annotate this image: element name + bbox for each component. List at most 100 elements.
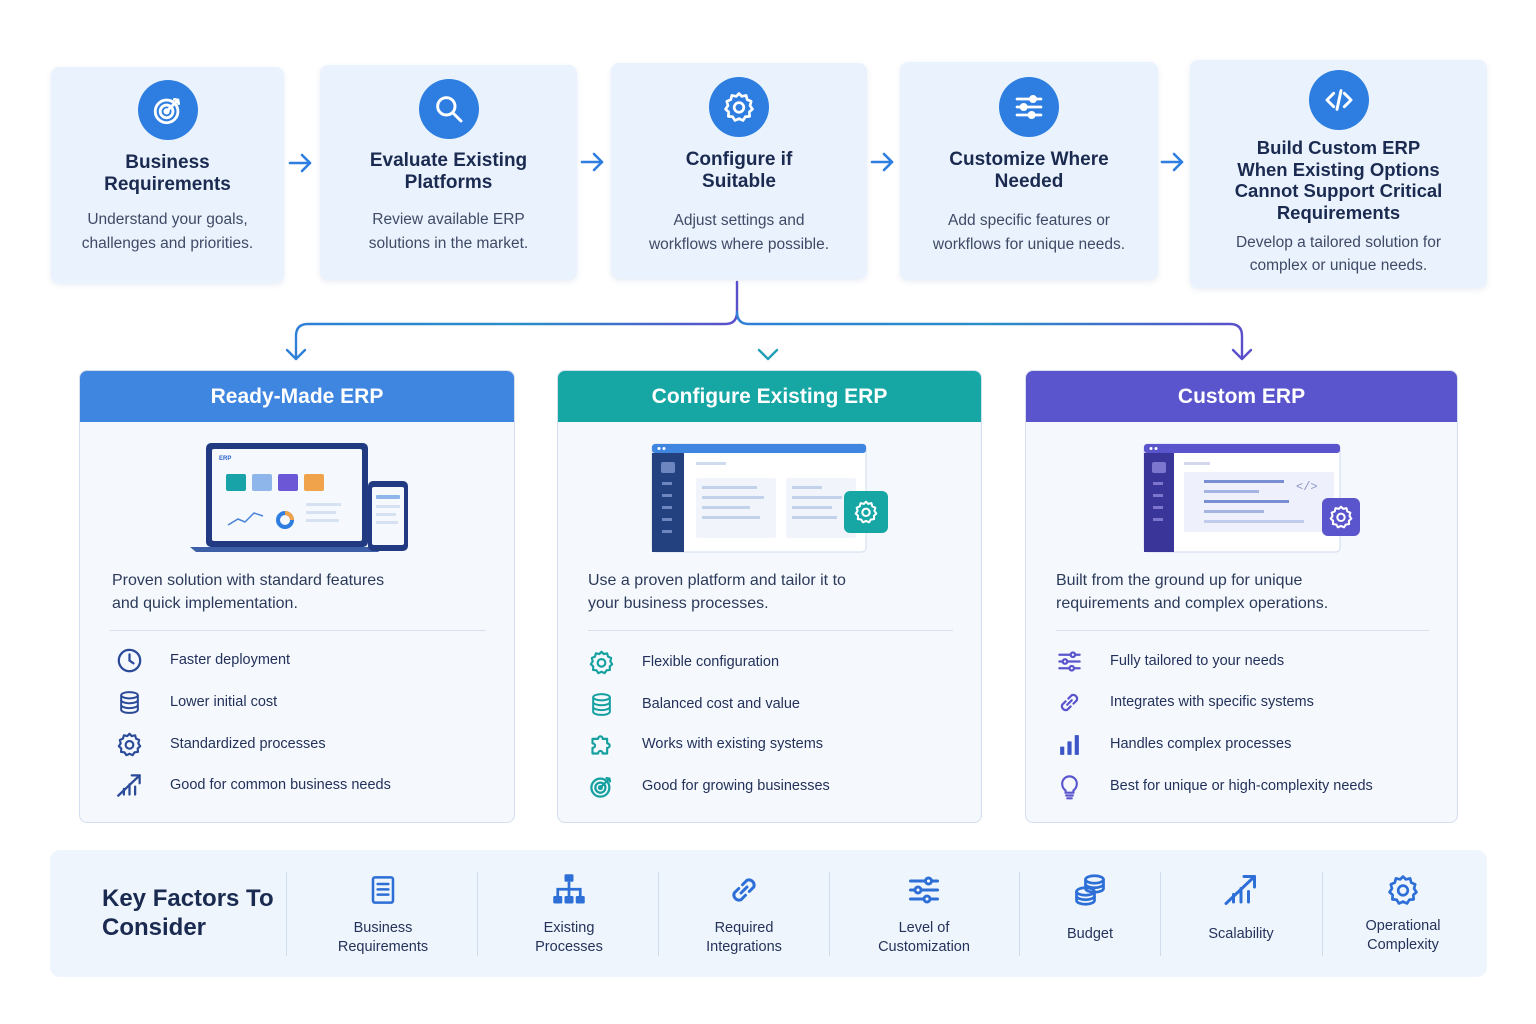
feature-item: Best for unique or high-complexity needs bbox=[1054, 771, 1373, 801]
feature-item: Integrates with specific systems bbox=[1054, 687, 1314, 717]
gear-icon bbox=[1383, 870, 1423, 910]
factor-level-of-customization: Level of Customization bbox=[830, 850, 1018, 977]
divider bbox=[588, 630, 953, 631]
option-card-configure-existing: Configure Existing ERP Use a proven plat… bbox=[557, 370, 982, 823]
link-icon bbox=[1054, 687, 1084, 717]
key-factors-panel: Key Factors To Consider Business Require… bbox=[50, 850, 1487, 977]
database-icon bbox=[114, 687, 144, 717]
clock-icon bbox=[114, 645, 144, 675]
feature-label: Good for common business needs bbox=[170, 777, 391, 793]
step-description: Adjust settings and workflows where poss… bbox=[648, 212, 830, 253]
divider bbox=[829, 872, 830, 956]
step-card-business-requirements: Business Requirements Understand your go… bbox=[51, 67, 284, 283]
step-title: Business Requirements bbox=[104, 152, 231, 195]
divider bbox=[477, 872, 478, 956]
feature-item: Works with existing systems bbox=[586, 729, 823, 759]
bar-chart-icon bbox=[1054, 729, 1084, 759]
trend-up-icon bbox=[1221, 870, 1261, 910]
factor-label: Operational Complexity bbox=[1365, 918, 1441, 953]
feature-label: Best for unique or high-complexity needs bbox=[1110, 778, 1373, 794]
divider bbox=[658, 872, 659, 956]
divider bbox=[1019, 872, 1020, 956]
branch-connector bbox=[285, 280, 1253, 361]
step-title: Evaluate Existing Platforms bbox=[369, 150, 528, 193]
divider bbox=[110, 630, 486, 631]
step-card-evaluate-platforms: Evaluate Existing Platforms Review avail… bbox=[320, 65, 577, 280]
custom-code-illustration: </> bbox=[1143, 443, 1360, 553]
step-title: Build Custom ERP When Existing Options C… bbox=[1234, 137, 1443, 223]
feature-item: Good for common business needs bbox=[114, 770, 391, 800]
feature-label: Lower initial cost bbox=[170, 694, 278, 710]
factor-label: Level of Customization bbox=[878, 920, 970, 955]
factor-label: Scalability bbox=[1208, 926, 1274, 942]
step-description: Understand your goals, challenges and pr… bbox=[81, 211, 254, 252]
factor-required-integrations: Required Integrations bbox=[660, 850, 828, 977]
divider bbox=[286, 872, 287, 956]
gear-icon bbox=[586, 647, 616, 677]
feature-label: Integrates with specific systems bbox=[1110, 694, 1314, 710]
feature-item: Balanced cost and value bbox=[586, 689, 800, 719]
document-icon bbox=[363, 870, 403, 910]
feature-item: Handles complex processes bbox=[1054, 729, 1291, 759]
link-icon bbox=[724, 870, 764, 910]
code-icon bbox=[1308, 70, 1369, 130]
feature-label: Good for growing businesses bbox=[642, 778, 830, 794]
org-chart-icon bbox=[549, 870, 589, 910]
feature-label: Flexible configuration bbox=[642, 654, 780, 670]
feature-label: Fully tailored to your needs bbox=[1110, 653, 1285, 669]
puzzle-icon bbox=[586, 729, 616, 759]
feature-label: Balanced cost and value bbox=[642, 696, 800, 712]
feature-item: Flexible configuration bbox=[586, 647, 779, 677]
svg-text:</>: </> bbox=[1296, 480, 1318, 494]
feature-item: Good for growing businesses bbox=[586, 771, 830, 801]
step-description: Review available ERP solutions in the ma… bbox=[368, 211, 529, 252]
divider bbox=[1056, 630, 1429, 631]
option-title: Custom ERP bbox=[1177, 384, 1306, 408]
feature-item: Faster deployment bbox=[114, 645, 290, 675]
factor-scalability: Scalability bbox=[1161, 850, 1321, 977]
divider bbox=[1322, 872, 1323, 956]
option-header: Custom ERP bbox=[1026, 371, 1457, 422]
gear-icon bbox=[709, 77, 769, 137]
factor-label: Required Integrations bbox=[706, 920, 782, 955]
key-factors-title: Key Factors To Consider bbox=[102, 885, 274, 941]
feature-item: Lower initial cost bbox=[114, 687, 277, 717]
option-description: Use a proven platform and tailor it to y… bbox=[588, 572, 846, 612]
option-description: Proven solution with standard features a… bbox=[112, 572, 385, 612]
factor-label: Business Requirements bbox=[337, 920, 429, 955]
gear-icon bbox=[114, 729, 144, 759]
step-card-configure: Configure if Suitable Adjust settings an… bbox=[611, 63, 867, 279]
sliders-icon bbox=[904, 870, 944, 910]
coins-icon bbox=[1070, 870, 1110, 910]
feature-item: Fully tailored to your needs bbox=[1054, 646, 1284, 676]
option-description: Built from the ground up for unique requ… bbox=[1056, 572, 1329, 612]
feature-item: Standardized processes bbox=[114, 729, 326, 759]
factor-operational-complexity: Operational Complexity bbox=[1323, 850, 1483, 977]
trend-up-icon bbox=[114, 770, 144, 800]
option-title: Ready-Made ERP bbox=[210, 384, 384, 408]
step-card-customize: Customize Where Needed Add specific feat… bbox=[900, 62, 1158, 280]
step-title: Configure if Suitable bbox=[685, 149, 793, 192]
feature-label: Faster deployment bbox=[170, 652, 291, 668]
option-card-custom: Custom ERP </> Built from the ground up … bbox=[1025, 370, 1458, 823]
database-icon bbox=[586, 689, 616, 719]
erp-logo-text: ERP bbox=[219, 456, 231, 462]
target-icon bbox=[586, 771, 616, 801]
option-header: Configure Existing ERP bbox=[558, 371, 981, 422]
search-icon bbox=[418, 79, 479, 139]
lightbulb-icon bbox=[1054, 771, 1084, 801]
sliders-icon bbox=[999, 77, 1059, 137]
configure-window-illustration bbox=[651, 443, 888, 553]
option-header: Ready-Made ERP bbox=[80, 371, 514, 422]
step-description: Add specific features or workflows for u… bbox=[932, 212, 1126, 253]
option-card-ready-made: Ready-Made ERP ERP Proven solution with … bbox=[79, 370, 515, 823]
feature-label: Standardized processes bbox=[170, 736, 326, 752]
feature-label: Handles complex processes bbox=[1110, 736, 1292, 752]
factor-business-requirements: Business Requirements bbox=[288, 850, 478, 977]
step-description: Develop a tailored solution for complex … bbox=[1235, 234, 1442, 274]
factor-existing-processes: Existing Processes bbox=[478, 850, 660, 977]
factor-label: Budget bbox=[1067, 926, 1113, 942]
step-card-build-custom: Build Custom ERP When Existing Options C… bbox=[1190, 60, 1487, 288]
sliders-icon bbox=[1054, 646, 1084, 676]
option-title: Configure Existing ERP bbox=[651, 384, 888, 408]
